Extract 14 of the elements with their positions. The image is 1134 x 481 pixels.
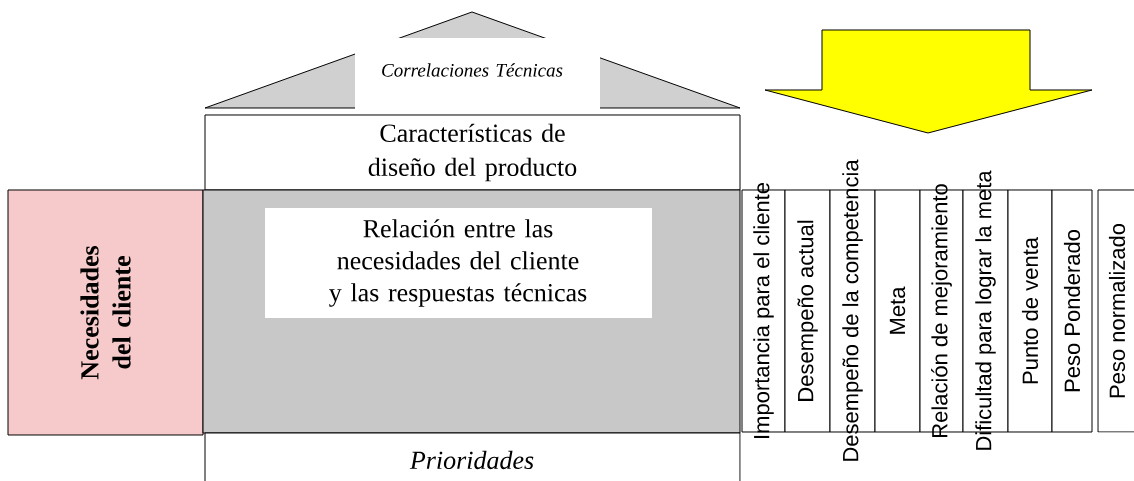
column-header: Punto de venta <box>1007 189 1053 433</box>
column-header: Peso normalizado <box>1097 189 1134 433</box>
matrix-box: Relación entre las necesidades del cliente y las respuestas técnicas <box>202 189 741 434</box>
column-header: Peso Ponderado <box>1051 189 1093 433</box>
roof-triangle: Correlaciones Técnicas <box>204 11 741 112</box>
column-header: Importancia para el cliente <box>741 183 786 438</box>
priorities-box: Prioridades <box>204 432 741 481</box>
column-header: Desempeño actual <box>784 189 831 433</box>
column-header: Meta <box>874 189 921 433</box>
column-header: Dificultad para lograr la meta <box>962 170 1009 450</box>
needs-box: Necesidades del cliente <box>7 189 204 436</box>
column-header: Relación de mejoramiento <box>919 184 964 437</box>
column-header: Desempeño de la competencia <box>829 159 876 461</box>
header-box: Características de diseño del producto <box>204 114 741 191</box>
